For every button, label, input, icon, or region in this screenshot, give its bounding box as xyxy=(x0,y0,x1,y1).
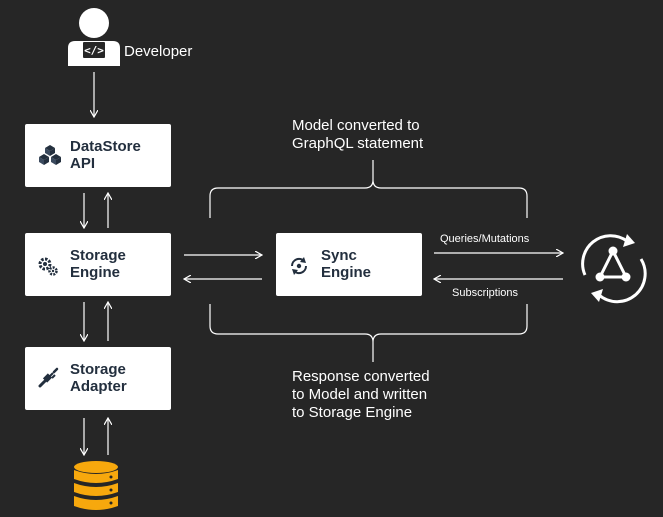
appsync-graph-icon xyxy=(581,234,647,304)
datastore-api-box[interactable]: DataStore API xyxy=(25,124,171,187)
subscriptions-label: Subscriptions xyxy=(452,287,519,299)
queries-mutations-label: Queries/Mutations xyxy=(440,233,530,245)
developer-code-icon: </> xyxy=(68,8,120,66)
storage-engine-box[interactable]: Storage Engine xyxy=(25,233,171,296)
cubes-icon xyxy=(39,145,61,165)
storage-adapter-box[interactable]: Storage Adapter xyxy=(25,347,171,410)
database-icon xyxy=(74,461,118,510)
svg-text:</>: </> xyxy=(84,44,104,57)
datastore-api-label: DataStore API xyxy=(70,138,141,172)
top-note: Model converted to GraphQL statement xyxy=(292,117,424,152)
gears-icon xyxy=(38,257,58,276)
storage-adapter-label: Storage Adapter xyxy=(70,361,127,395)
sync-engine-box[interactable]: Sync Engine xyxy=(276,233,422,296)
developer-label: Developer xyxy=(124,43,193,60)
bottom-note: Response converted to Model and written … xyxy=(292,368,430,421)
top-brace xyxy=(209,160,528,218)
sync-icon xyxy=(290,257,308,275)
storage-engine-label: Storage Engine xyxy=(70,247,126,281)
bottom-brace xyxy=(209,304,528,362)
sync-engine-label: Sync Engine xyxy=(321,247,372,281)
plug-icon xyxy=(38,367,59,388)
